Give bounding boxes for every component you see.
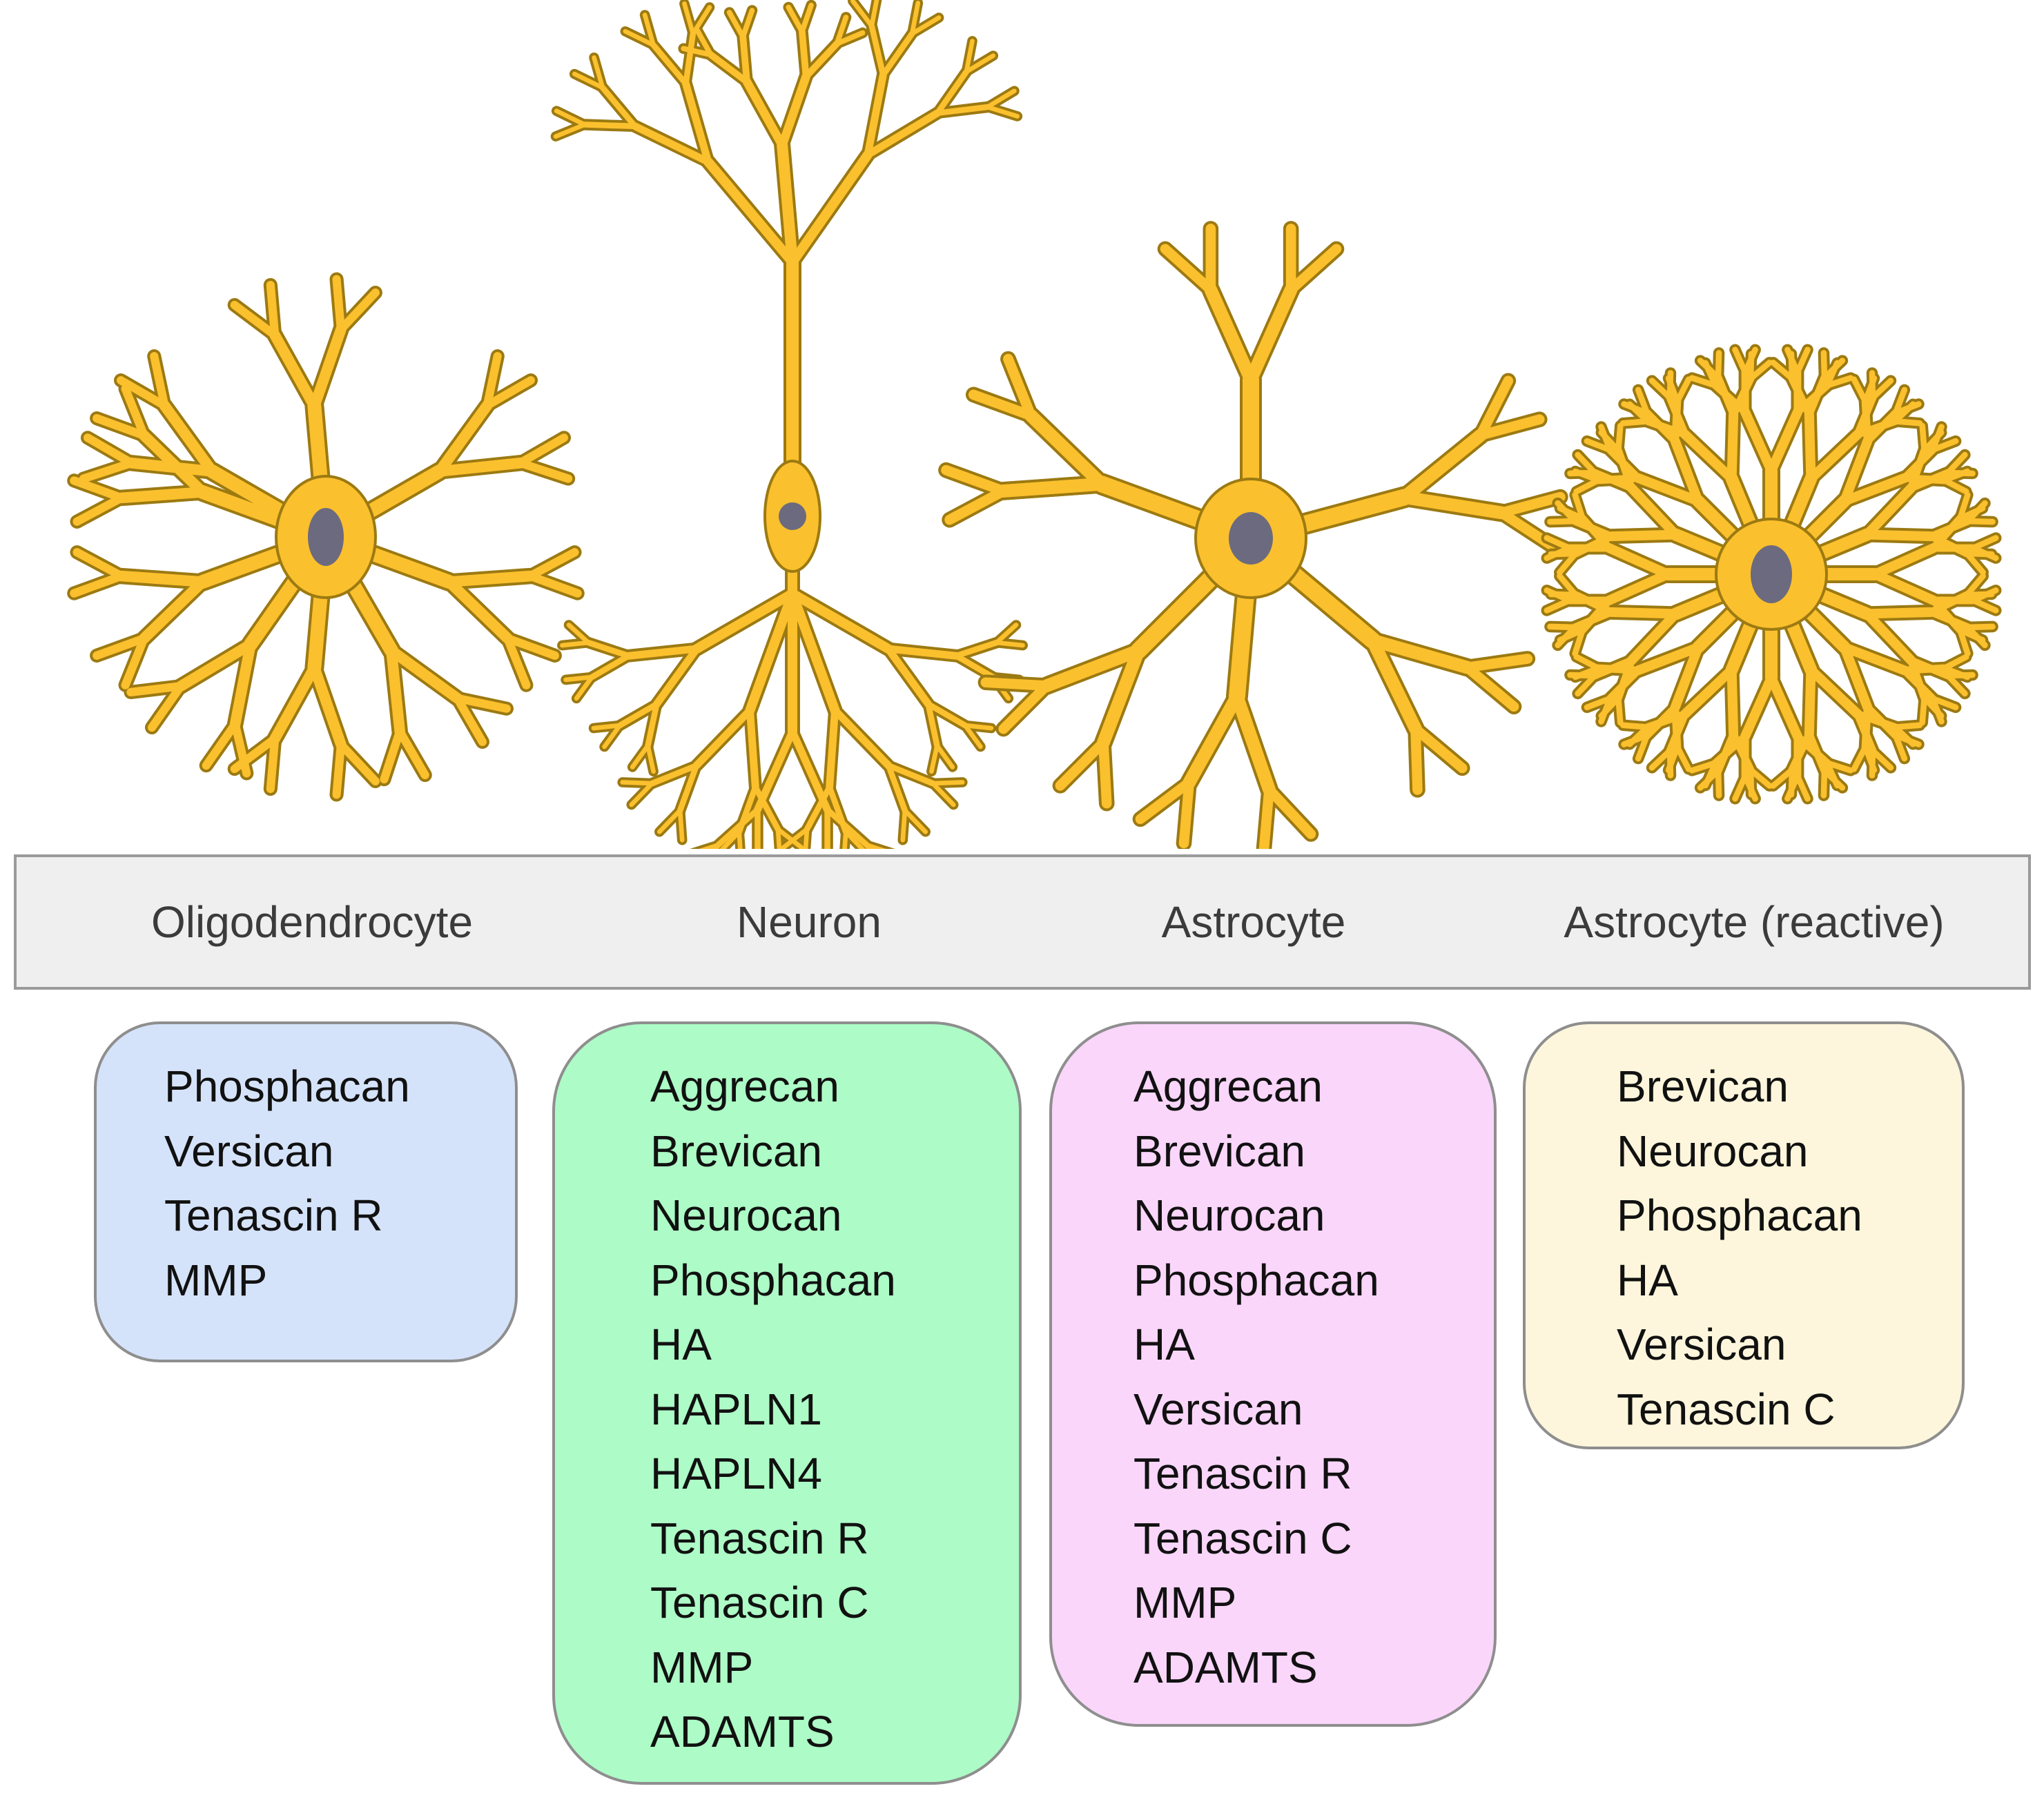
astrocyte-reactive-marker-list: Brevican Neurocan Phosphacan HA Versican… bbox=[1617, 1055, 1862, 1442]
marker-item: HA bbox=[650, 1320, 712, 1369]
marker-item: Neurocan bbox=[1617, 1126, 1809, 1176]
marker-item: Tenascin R bbox=[650, 1513, 869, 1563]
marker-item: Versican bbox=[1133, 1384, 1303, 1434]
marker-item: Tenascin C bbox=[1133, 1513, 1352, 1563]
neuron-icon bbox=[550, 0, 1028, 849]
marker-item: Tenascin R bbox=[1133, 1449, 1352, 1498]
marker-item: HA bbox=[1133, 1320, 1195, 1369]
marker-item: Tenascin C bbox=[1617, 1384, 1836, 1434]
neuron-marker-list: Aggrecan Brevican Neurocan Phosphacan HA… bbox=[650, 1055, 896, 1765]
marker-item: Phosphacan bbox=[1617, 1191, 1862, 1240]
marker-item: Phosphacan bbox=[164, 1061, 410, 1111]
label-neuron: Neuron bbox=[737, 897, 882, 947]
marker-item: HA bbox=[1617, 1255, 1678, 1305]
astrocyte-reactive-marker-box: Brevican Neurocan Phosphacan HA Versican… bbox=[1523, 1021, 1965, 1449]
astrocyte-icon bbox=[938, 221, 1568, 849]
marker-item: Aggrecan bbox=[650, 1061, 839, 1111]
cell-type-banner: Oligodendrocyte Neuron Astrocyte Astrocy… bbox=[14, 854, 2031, 990]
marker-item: MMP bbox=[164, 1255, 268, 1305]
astrocyte-marker-box: Aggrecan Brevican Neurocan Phosphacan HA… bbox=[1049, 1021, 1497, 1727]
marker-item: Neurocan bbox=[1133, 1191, 1325, 1240]
oligodendrocyte-icon bbox=[67, 272, 585, 802]
marker-item: MMP bbox=[1133, 1578, 1237, 1627]
marker-item: MMP bbox=[650, 1642, 754, 1692]
marker-item: HAPLN4 bbox=[650, 1449, 822, 1498]
marker-item: Neurocan bbox=[650, 1191, 842, 1240]
marker-item: ADAMTS bbox=[1133, 1642, 1318, 1692]
marker-item: Aggrecan bbox=[1133, 1061, 1323, 1111]
marker-item: Tenascin R bbox=[164, 1191, 383, 1240]
marker-item: Tenascin C bbox=[650, 1578, 869, 1627]
reactive-astrocyte-icon bbox=[1541, 344, 2002, 805]
marker-item: HAPLN1 bbox=[650, 1384, 822, 1434]
neuron-marker-box: Aggrecan Brevican Neurocan Phosphacan HA… bbox=[552, 1021, 1022, 1785]
cell-illustrations bbox=[67, 0, 2002, 849]
oligodendrocyte-marker-box: Phosphacan Versican Tenascin R MMP bbox=[94, 1021, 518, 1362]
marker-item: ADAMTS bbox=[650, 1707, 835, 1756]
astrocyte-marker-list: Aggrecan Brevican Neurocan Phosphacan HA… bbox=[1133, 1055, 1379, 1700]
marker-item: Phosphacan bbox=[650, 1255, 896, 1305]
marker-item: Versican bbox=[164, 1126, 334, 1176]
marker-item: Brevican bbox=[1617, 1061, 1789, 1111]
marker-item: Phosphacan bbox=[1133, 1255, 1379, 1305]
marker-item: Brevican bbox=[650, 1126, 822, 1176]
label-astrocyte-reactive: Astrocyte (reactive) bbox=[1564, 897, 1945, 947]
label-oligodendrocyte: Oligodendrocyte bbox=[150, 897, 474, 947]
oligodendrocyte-marker-list: Phosphacan Versican Tenascin R MMP bbox=[164, 1055, 410, 1313]
marker-item: Brevican bbox=[1133, 1126, 1305, 1176]
marker-item: Versican bbox=[1617, 1320, 1787, 1369]
label-astrocyte: Astrocyte bbox=[1161, 897, 1346, 947]
